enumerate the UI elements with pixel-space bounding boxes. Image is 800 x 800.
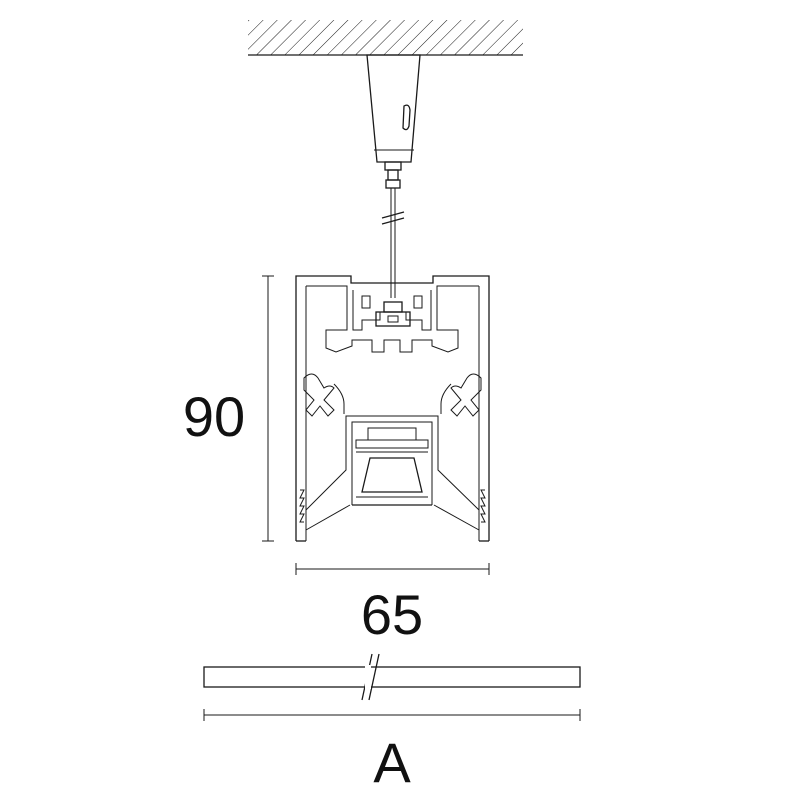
height-dimension: 90 — [183, 275, 274, 542]
height-label: 90 — [183, 385, 245, 448]
width-label: 65 — [361, 583, 423, 646]
suspension-cable — [381, 161, 405, 298]
ceiling — [248, 20, 523, 56]
luminaire-profile — [295, 275, 490, 542]
length-dimension: A — [203, 709, 581, 794]
length-label: A — [373, 731, 411, 794]
length-view — [203, 653, 581, 701]
ceiling-canopy — [366, 54, 421, 163]
width-dimension: 65 — [295, 563, 490, 646]
